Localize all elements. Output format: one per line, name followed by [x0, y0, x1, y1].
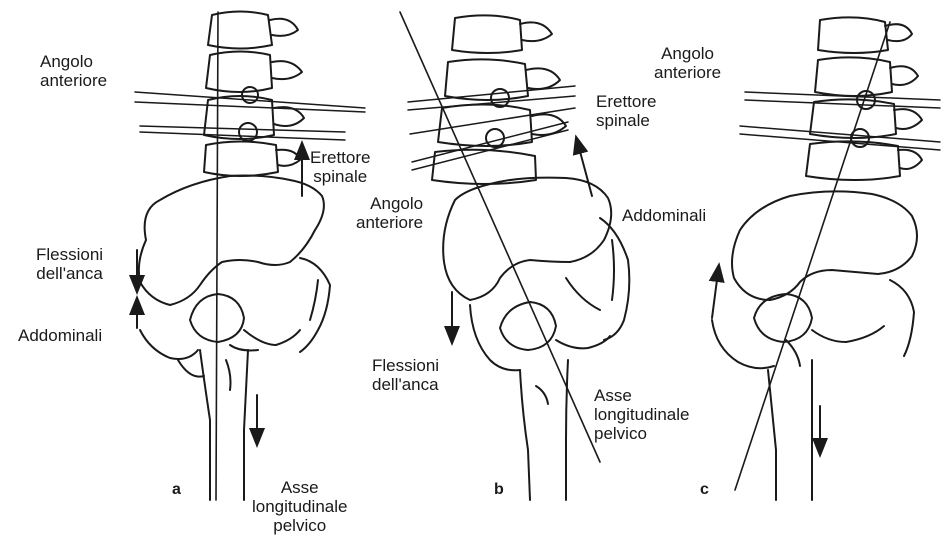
panel-c-angle-line: [745, 100, 940, 108]
label-line: Flessioni: [36, 245, 103, 264]
panel-c-angle-line: [740, 134, 940, 150]
label-line: dell'anca: [36, 264, 103, 283]
panel-c-anterior-angle-label: Angolo anteriore: [654, 44, 721, 82]
label-line: pelvico: [252, 516, 347, 535]
label-line: longitudinale: [594, 405, 689, 424]
panel-a-letter: a: [172, 480, 181, 499]
panel-b-letter: b: [494, 480, 504, 499]
label-line: Erettore: [596, 92, 656, 111]
panel-b-pelvic-axis-label: Asse longitudinale pelvico: [594, 386, 689, 443]
label-line: pelvico: [594, 424, 689, 443]
label-line: Flessioni: [372, 356, 439, 375]
panel-c-ilium: [732, 191, 917, 300]
panel-b-vertebra: [438, 104, 532, 146]
label-line: Angolo: [654, 44, 721, 63]
panel-a-skeleton: [139, 12, 330, 501]
panel-a-hip-flexors-label: Flessioni dell'anca: [36, 245, 103, 283]
panel-b-abdominals-label: Addominali: [622, 206, 706, 225]
panel-a-vertebra: [206, 52, 272, 93]
panel-c-vertebra: [806, 141, 900, 180]
panel-b-angle-line: [412, 122, 568, 162]
label-line: Asse: [594, 386, 689, 405]
panel-c-vertebra: [815, 57, 892, 96]
panel-c-flexor-arrow: [712, 272, 718, 318]
label-line: Asse: [252, 478, 347, 497]
panel-a-vertebra: [204, 142, 278, 177]
label-line: dell'anca: [372, 375, 439, 394]
panel-a-femur: [200, 350, 210, 500]
panel-a-pelvic-axis-label: Asse longitudinale pelvico: [252, 478, 347, 535]
panel-a-angle-line: [135, 92, 365, 108]
panel-a-abdominals-label: Addominali: [18, 326, 102, 345]
panel-b-hip-flexors-label: Flessioni dell'anca: [372, 356, 439, 394]
panel-a-angle-line: [140, 126, 345, 132]
panel-b-pelvic-axis-line: [400, 12, 600, 462]
panel-c-femur: [768, 370, 776, 500]
label-line: Erettore: [310, 148, 370, 167]
label-line: spinale: [596, 111, 656, 130]
label-line: anteriore: [356, 213, 423, 232]
panel-c-femoral-head: [754, 294, 812, 342]
panel-b-erector-label: Erettore spinale: [596, 92, 656, 130]
panel-a-ilium: [139, 176, 324, 306]
panel-b-vertebra: [452, 15, 522, 53]
panel-b-anterior-angle-label: Angolo anteriore: [356, 194, 423, 232]
panel-b-femur: [520, 370, 530, 500]
label-line: spinale: [310, 167, 370, 186]
panel-b-erector-arrow: [578, 144, 592, 196]
panel-b-angle-line: [412, 130, 568, 170]
panel-c-skeleton: [712, 17, 922, 500]
label-line: anteriore: [654, 63, 721, 82]
panel-a-pelvic-axis-line: [216, 12, 218, 500]
panel-a-anterior-angle-label: Angolo anteriore: [40, 52, 107, 90]
panel-a-erector-label: Erettore spinale: [310, 148, 370, 186]
label-line: Angolo: [356, 194, 423, 213]
label-line: longitudinale: [252, 497, 347, 516]
label-line: Angolo: [40, 52, 107, 71]
panel-b-ilium: [443, 178, 611, 300]
label-line: anteriore: [40, 71, 107, 90]
panel-c-letter: c: [700, 480, 709, 499]
panel-c-vertebra: [818, 17, 888, 53]
